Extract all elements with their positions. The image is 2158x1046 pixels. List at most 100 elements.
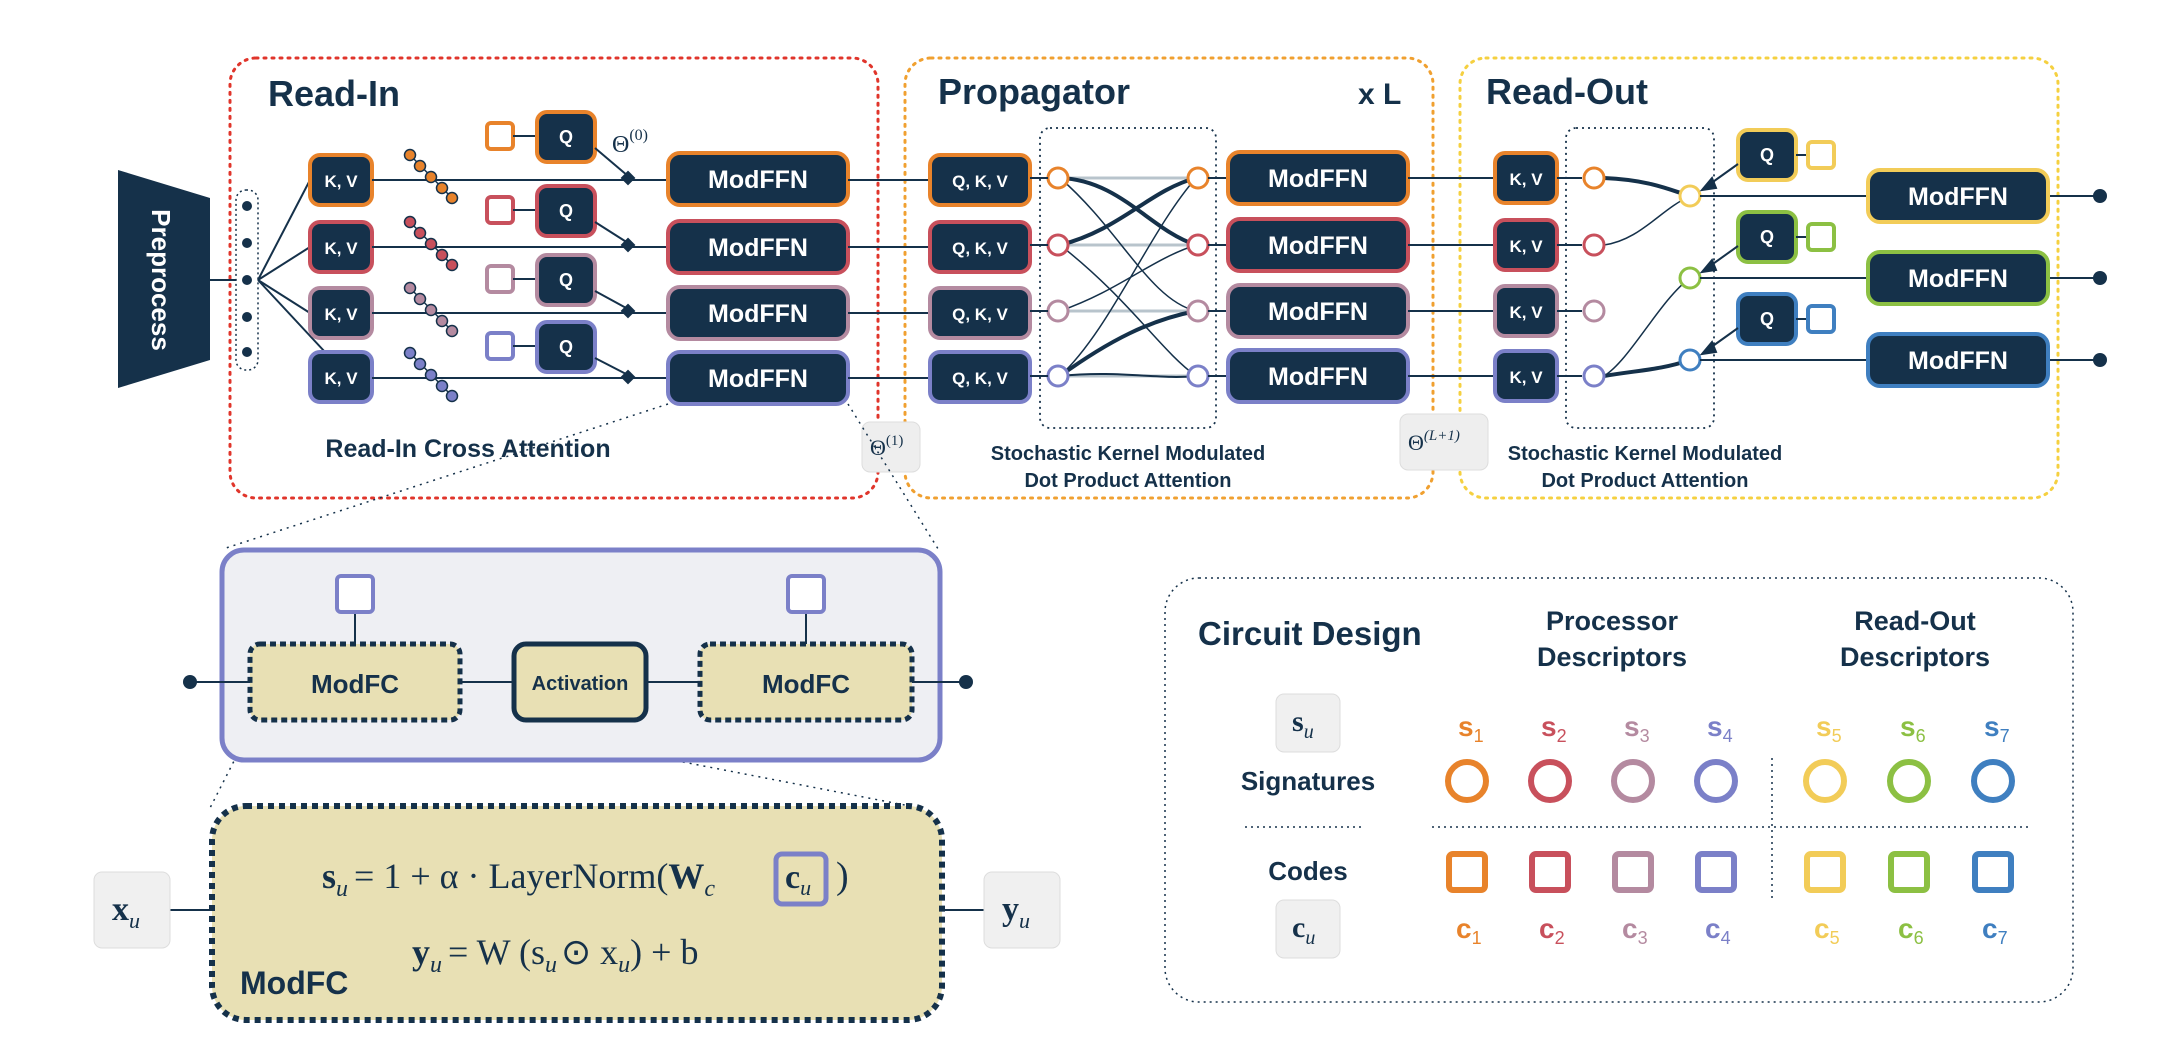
input-xu-label: xu [112, 891, 140, 933]
readin-frame [228, 56, 880, 500]
input-xu-badge [93, 871, 171, 949]
propagator-skm-line1: Stochastic Kernel Modulated [991, 443, 1266, 465]
q-block-1 [535, 110, 597, 164]
code-squares [1446, 851, 2014, 893]
code-1 [1446, 851, 1488, 893]
theta-1-label: Θ(1) [870, 433, 903, 460]
propagator-title: Propagator [938, 71, 1130, 112]
readout-kv-column: K, V K, V K, V K, V [1493, 151, 1559, 403]
propagator-modffn-label-2: ModFFN [1268, 232, 1368, 260]
readout-modffn-1 [1866, 168, 2050, 224]
readout-modffn-2 [1866, 250, 2050, 306]
propagator-qkv-column: Q, K, V Q, K, V Q, K, V Q, K, V [928, 153, 1032, 404]
q-label-4: Q [559, 337, 573, 357]
readout-output-lanes [1700, 195, 2100, 361]
code-7 [1972, 851, 2014, 893]
s3-label: s3 [1624, 711, 1650, 746]
kv-label-3: K, V [324, 305, 358, 324]
propagator-skm-line2: Dot Product Attention [1024, 470, 1231, 492]
signature-4 [1694, 759, 1738, 803]
readin-modffn-column: ModFFN ModFFN ModFFN ModFFN [666, 151, 850, 406]
su-label: su [1292, 705, 1314, 743]
theta-l-badge [1399, 413, 1489, 471]
cu-badge [1275, 899, 1341, 959]
readout-kv-label-4: K, V [1509, 368, 1543, 387]
signature-3 [1611, 759, 1655, 803]
signatures-label: Signatures [1241, 766, 1375, 796]
readout-skm-line1: Stochastic Kernel Modulated [1508, 443, 1783, 465]
readin-modffn-label-1: ModFFN [708, 166, 808, 194]
equation-su: su= 1 + α · LayerNorm(Wc [322, 856, 715, 902]
equation-yu: yu= W (su⊙ xu) + b [412, 932, 698, 978]
readin-queries: Q Q Q Q [485, 110, 636, 385]
detail-code-right [786, 574, 826, 614]
code-square-4 [485, 331, 515, 361]
modfc-formula-box [209, 803, 945, 1023]
modfc-block-right [697, 641, 915, 723]
qkv-block-3 [928, 286, 1032, 340]
activation-label: Activation [532, 673, 629, 695]
c7-label: c7 [1982, 913, 2008, 948]
readout-attention-links [1603, 176, 1691, 378]
equation-code: cu [785, 859, 811, 900]
detail-output-dot [959, 675, 973, 689]
equation-close: ) [836, 855, 849, 897]
codes-label: Codes [1268, 856, 1347, 886]
code-4 [1695, 851, 1737, 893]
readin-cross-attention-label: Read-In Cross Attention [325, 435, 610, 463]
qkv-label-2: Q, K, V [952, 239, 1008, 258]
q-label-1: Q [559, 127, 573, 147]
q-block-4 [535, 320, 597, 374]
theta-1-badge [861, 421, 921, 473]
readin-token-chains [403, 148, 459, 403]
readout-kv-label-3: K, V [1509, 303, 1543, 322]
readin-modffn-label-3: ModFFN [708, 300, 808, 328]
readout-modffn-label-1: ModFFN [1908, 183, 2008, 211]
output-endpoints [2093, 189, 2107, 367]
propagator-modffn-column: ModFFN ModFFN ModFFN ModFFN [1226, 150, 1410, 404]
readout-modffn-label-3: ModFFN [1908, 347, 2008, 375]
s1-label: s1 [1458, 711, 1484, 746]
modfc-label-right: ModFC [762, 669, 850, 699]
code-square-1 [485, 121, 515, 151]
propagator-frame [903, 56, 1435, 500]
detail-code-left [335, 574, 375, 614]
readout-q-label-3: Q [1760, 309, 1774, 329]
kv-label-1: K, V [324, 172, 358, 191]
readin-modffn-label-2: ModFFN [708, 234, 808, 262]
s7-label: s7 [1984, 711, 2010, 746]
signature-5 [1803, 759, 1847, 803]
s2-label: s2 [1541, 711, 1567, 746]
s5-label: s5 [1816, 711, 1842, 746]
readout-frame [1458, 56, 2060, 500]
readout-title: Read-Out [1486, 71, 1648, 112]
code-square-2 [485, 195, 515, 225]
kv-label-2: K, V [324, 239, 358, 258]
readout-kv-label-2: K, V [1509, 237, 1543, 256]
readout-code-5 [1806, 140, 1836, 170]
qkv-label-1: Q, K, V [952, 172, 1008, 191]
q-label-3: Q [559, 270, 573, 290]
readin-to-propagator-lanes [848, 179, 930, 379]
readout-modffn-column: ModFFN ModFFN ModFFN [1866, 168, 2050, 388]
s6-label: s6 [1900, 711, 1926, 746]
qkv-label-4: Q, K, V [952, 369, 1008, 388]
readout-code-6 [1806, 222, 1836, 252]
preprocess-block [118, 170, 210, 388]
signature-labels: s1 s2 s3 s4 s5 s6 s7 [1458, 711, 2010, 746]
propagator-to-readout-lanes [1408, 177, 1495, 377]
signature-circles [1445, 759, 2015, 803]
theta-0-label: Θ(0) [612, 127, 648, 158]
code-6 [1888, 851, 1930, 893]
modfc-label-left: ModFC [311, 669, 399, 699]
times-l-label: x L [1358, 78, 1401, 111]
q-block-2 [535, 184, 597, 238]
readin-modffn-label-4: ModFFN [708, 365, 808, 393]
qkv-block-2 [928, 220, 1032, 274]
propagator-modffn-label-4: ModFFN [1268, 363, 1368, 391]
c4-label: c4 [1705, 913, 1731, 948]
signature-6 [1887, 759, 1931, 803]
token-fanout [257, 179, 326, 353]
readout-kv-label-1: K, V [1509, 170, 1543, 189]
